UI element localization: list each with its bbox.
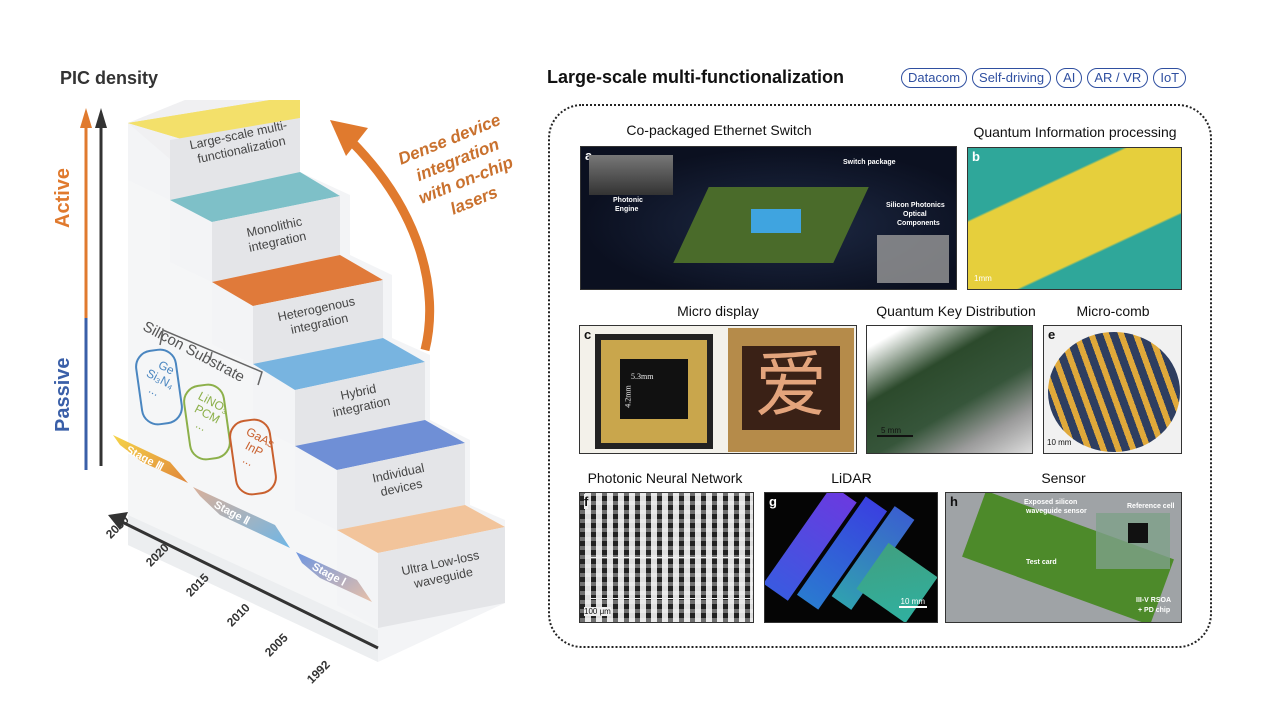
step-front-large-scale [170,118,300,200]
dimension-label: 4.2mm [623,385,633,408]
annotation: Exposed silicon [1024,499,1078,506]
step-front-hybrid [295,362,425,446]
tag-ai: AI [1056,68,1083,88]
annotation: + PD chip [1138,607,1171,614]
stage-1-banner [296,552,372,602]
panel-a-letter: a [585,148,592,163]
panel-f-title: Photonic Neural Network [587,470,743,486]
time-arrowhead-icon [108,512,128,530]
annotation: waveguide sensor [1026,508,1087,515]
wafer [1048,332,1180,452]
panel-h-image: h Exposed silicon waveguide sensor Refer… [945,492,1182,623]
annotation: Test card [1026,559,1057,566]
dimension-label: 5.3mm [631,372,654,381]
panel-d-image: d 5 mm [866,325,1033,454]
tag-iot: IoT [1153,68,1187,88]
staircase-diagram [80,100,505,662]
annotation: III-V RSOA [1136,597,1172,604]
panel-g-title: LiDAR [831,470,872,486]
panel-d-letter: d [871,327,879,342]
step-top-heterogenous [212,255,383,306]
panel-h-title: Sensor [1041,470,1086,486]
panel-c-image: c 5.3mm 4.2mm 爱 [579,325,857,454]
annotation: Components [897,220,940,227]
tag-datacom: Datacom [901,68,968,88]
curved-arrowhead-icon [330,120,368,156]
panel-d-scale: 5 mm [881,426,901,435]
panel-e-scale: 10 mm [1047,438,1072,447]
annotation: Photonic [613,197,643,204]
panel-f-image: f 100 μm [579,492,754,623]
display-character: 爱 [754,343,827,427]
panel-g-letter: g [769,494,777,509]
annotation: Reference cell [1127,503,1175,510]
annotation: Optical [903,211,927,218]
panel-d-title: Quantum Key Distribution [876,303,1036,319]
panel-g-scale: 10 mm [900,597,925,606]
panel-a-image: a Switch package Photonic Engine Silicon… [580,146,957,290]
passive-axis-label: Passive [52,357,74,432]
panel-f-letter: f [584,494,589,509]
display-output: 爱 [728,328,854,452]
panel-b-letter: b [972,149,980,164]
step-front-heterogenous [253,280,383,364]
active-arrowhead-icon [80,108,92,128]
material-capsule-ge-sin [135,348,183,426]
chip-package: 5.3mm 4.2mm [595,334,713,449]
panel-g-image: g 10 mm [764,492,938,623]
step-top-individual [295,420,465,470]
step-front-ultra-low-loss [378,527,505,628]
applications-frame [548,104,1212,648]
panel-c-letter: c [584,327,592,342]
substrate-bracket [159,328,263,386]
reference-cell [1128,523,1148,543]
density-arrowhead-icon [95,108,107,128]
panel-b-scale: 1mm [974,274,992,283]
annotation: Engine [615,206,639,213]
panel-b-title: Quantum Information processing [973,124,1177,140]
panel-h-letter: h [950,494,958,509]
photonic-engine-inset [589,155,673,195]
pic-density-title: PIC density [60,68,159,88]
stage-2-banner [193,487,290,548]
panel-e-image: e 10 mm [1043,325,1182,454]
curved-growth-arrow [346,136,435,352]
panel-b-image: b 1mm [967,147,1182,290]
sem-inset [877,235,949,283]
panel-a-title: Co-packaged Ethernet Switch [626,122,812,138]
time-axis-line [117,518,379,650]
step-front-individual [337,443,465,530]
application-tags: Datacom Self-driving AI AR / VR IoT [901,68,1187,88]
asic-chip [751,209,801,233]
tag-ar-vr: AR / VR [1087,68,1149,88]
active-axis-label: Active [52,167,74,228]
step-front-monolithic [212,196,340,282]
panel-c-title: Micro display [677,303,759,319]
step-top-ultra-low-loss [337,505,505,553]
panel-e-letter: e [1048,327,1056,342]
right-section-title: Large-scale multi-functionalization [547,67,845,87]
step-top-hybrid [253,338,425,390]
material-capsule-gaas-inp [229,418,277,496]
annotation: Silicon Photonics [886,202,945,209]
tag-self-driving: Self-driving [972,68,1052,88]
stage-3-banner [113,435,188,483]
material-capsule-lino-pcm [183,383,231,461]
panel-f-scale: 100 μm [584,607,611,616]
step-top-monolithic [170,172,340,222]
panel-e-title: Micro-comb [1076,303,1150,319]
annotation: Switch package [843,159,896,166]
